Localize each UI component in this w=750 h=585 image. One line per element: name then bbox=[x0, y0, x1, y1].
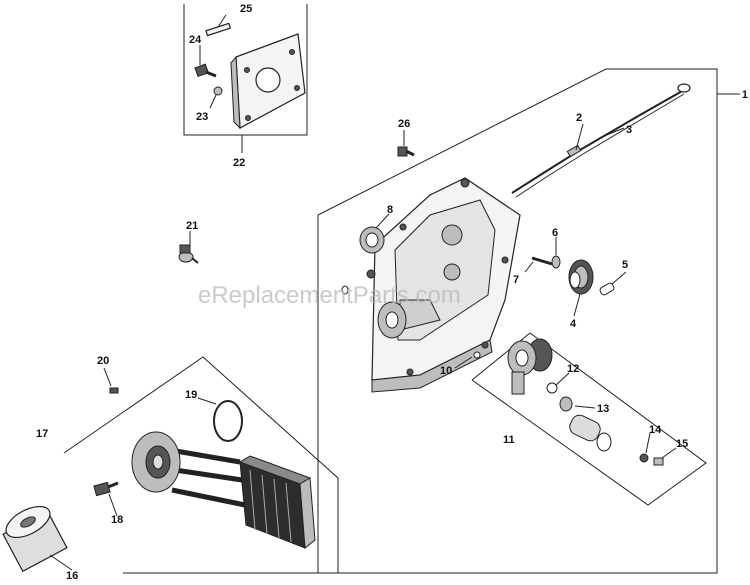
o-ring-12 bbox=[546, 382, 558, 394]
washer-6 bbox=[551, 255, 561, 269]
callout-22: 22 bbox=[233, 157, 245, 169]
callout-13: 13 bbox=[597, 403, 609, 415]
group-1-bracket bbox=[317, 68, 740, 574]
callout-labels: 1 2 3 4 5 6 7 8 10 11 12 13 14 15 16 17 … bbox=[36, 3, 748, 582]
callout-5: 5 bbox=[622, 259, 628, 271]
callout-17: 17 bbox=[36, 428, 48, 440]
callout-24: 24 bbox=[189, 34, 202, 46]
dipstick-2-3 bbox=[511, 83, 691, 198]
screw-15 bbox=[653, 457, 664, 466]
oil-cooler-17 bbox=[131, 431, 316, 549]
callout-1: 1 bbox=[742, 89, 748, 101]
callout-26: 26 bbox=[398, 118, 410, 130]
gasket-plate-22 bbox=[230, 33, 306, 130]
watermark: eReplacementParts.com bbox=[198, 282, 461, 309]
group-17-box bbox=[63, 356, 339, 574]
screw-26 bbox=[397, 146, 415, 157]
pin-5 bbox=[599, 282, 615, 296]
callout-8: 8 bbox=[387, 204, 393, 216]
oil-filter-16 bbox=[2, 505, 68, 573]
group-22-box bbox=[183, 4, 308, 153]
callout-25: 25 bbox=[240, 3, 252, 15]
washer-23 bbox=[213, 86, 223, 96]
callout-7: 7 bbox=[513, 274, 519, 286]
screw-18 bbox=[93, 481, 119, 497]
callout-21: 21 bbox=[186, 220, 198, 232]
plug-9 bbox=[341, 269, 376, 295]
pin-25 bbox=[205, 22, 232, 37]
sensor-21 bbox=[178, 244, 199, 264]
o-ring-19 bbox=[213, 400, 243, 442]
fitting-13 bbox=[559, 396, 612, 452]
shaft-7 bbox=[531, 256, 553, 266]
callout-4: 4 bbox=[570, 318, 577, 330]
callout-12: 12 bbox=[567, 363, 579, 375]
callout-3: 3 bbox=[626, 124, 632, 136]
crankcase-cover bbox=[371, 177, 521, 393]
callout-11: 11 bbox=[503, 434, 515, 446]
o-ring-10 bbox=[473, 351, 481, 359]
callout-18: 18 bbox=[111, 514, 123, 526]
callout-15: 15 bbox=[676, 438, 688, 450]
governor-gear-4 bbox=[568, 259, 594, 295]
screw-14 bbox=[639, 453, 649, 463]
callout-14: 14 bbox=[649, 424, 662, 436]
callout-19: 19 bbox=[185, 389, 197, 401]
callout-2: 2 bbox=[576, 112, 582, 124]
oil-pump-11 bbox=[507, 338, 553, 395]
screw-24 bbox=[194, 63, 217, 78]
callout-20: 20 bbox=[97, 355, 109, 367]
callout-10: 10 bbox=[440, 365, 452, 377]
oil-seal-8 bbox=[359, 226, 385, 254]
callout-16: 16 bbox=[66, 570, 78, 582]
callout-23: 23 bbox=[196, 111, 208, 123]
leader-lines bbox=[49, 14, 677, 571]
callout-6: 6 bbox=[552, 227, 558, 239]
plug-20 bbox=[109, 387, 119, 394]
